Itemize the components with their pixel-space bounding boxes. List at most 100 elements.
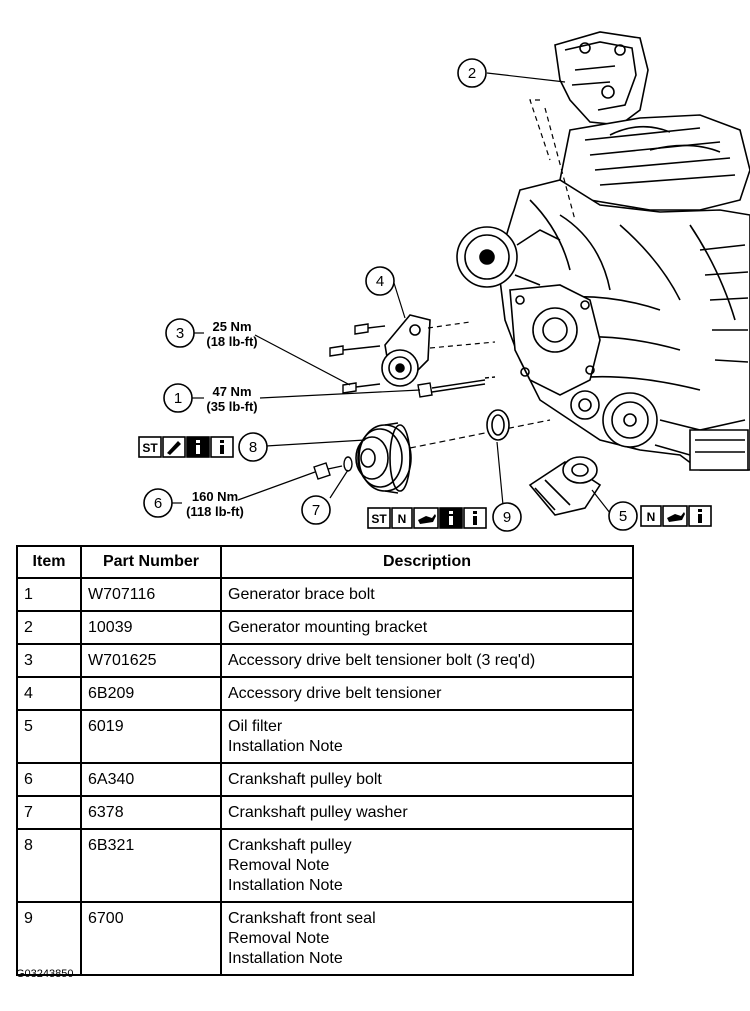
callout-1-number: 1: [174, 390, 182, 407]
callout-3: 3 25 Nm (18 lb-ft): [165, 318, 258, 349]
description-cell: Oil filter Installation Note: [220, 709, 634, 764]
callout-6-number: 6: [154, 495, 162, 512]
table-row: 1 W707116 Generator brace bolt: [16, 577, 634, 612]
description-cell: Accessory drive belt tensioner bolt (3 r…: [220, 643, 634, 678]
callout-6-torque-nm: 160 Nm: [192, 489, 238, 504]
generator-mounting-bracket: [554, 31, 649, 126]
item-cell: 8: [16, 828, 82, 903]
item-cell: 6: [16, 762, 82, 797]
item9-icon-set: ST N: [367, 507, 487, 529]
new-part-icon: N: [640, 505, 662, 527]
special-tool-icon-label: ST: [371, 512, 387, 526]
belt-tensioner: [381, 314, 496, 387]
special-tool-icon: ST: [367, 507, 391, 529]
crankshaft-pulley-washer: [343, 456, 353, 472]
oil-filter: [528, 456, 602, 516]
description-cell: Crankshaft front seal Removal Note Insta…: [220, 901, 634, 976]
description-cell: Generator brace bolt: [220, 577, 634, 612]
info-icon-filled: [186, 436, 210, 458]
description-line: Accessory drive belt tensioner: [228, 685, 442, 702]
table-row: 8 6B321 Crankshaft pulley Removal Note I…: [16, 828, 634, 903]
leader-lines: [237, 72, 611, 514]
callout-5-number: 5: [619, 508, 627, 525]
header-description: Description: [220, 545, 634, 579]
item-cell: 9: [16, 901, 82, 976]
info-icon-filled: [439, 507, 463, 529]
callout-7-number: 7: [312, 502, 320, 519]
part-number-cell: 6B321: [80, 828, 222, 903]
parts-table: Item Part Number Description 1 W707116 G…: [16, 545, 634, 976]
table-row: 6 6A340 Crankshaft pulley bolt: [16, 762, 634, 797]
callout-3-torque-nm: 25 Nm: [212, 319, 251, 334]
description-line: Accessory drive belt tensioner bolt (3 r…: [228, 652, 536, 669]
header-part-number: Part Number: [80, 545, 222, 579]
engine-exploded-diagram: 2 4 3 25 Nm (18 lb-ft) 1 47 Nm (35 lb-ft…: [138, 31, 750, 532]
table-row: 5 6019 Oil filter Installation Note: [16, 709, 634, 764]
item-cell: 1: [16, 577, 82, 612]
callout-9: 9: [492, 502, 522, 532]
item-cell: 2: [16, 610, 82, 645]
callout-2-number: 2: [468, 65, 476, 82]
callout-8-number: 8: [249, 439, 257, 456]
installation-note-link[interactable]: Installation Note: [228, 877, 343, 894]
item5-icon-set: N: [640, 505, 712, 527]
description-line: Crankshaft front seal: [228, 910, 376, 927]
new-part-icon-label: N: [398, 512, 407, 526]
new-part-icon-label: N: [647, 510, 656, 524]
description-cell: Generator mounting bracket: [220, 610, 634, 645]
generator-brace-bolt: [417, 376, 496, 398]
installation-note-link[interactable]: Installation Note: [228, 738, 343, 755]
part-number-cell: 6019: [80, 709, 222, 764]
special-tool-icon-label: ST: [142, 441, 158, 455]
engine-illustration: [456, 31, 750, 471]
crankshaft-pulley-bolt: [313, 462, 343, 480]
description-cell: Crankshaft pulley Removal Note Installat…: [220, 828, 634, 903]
info-icon: [210, 436, 234, 458]
part-number-cell: 6378: [80, 795, 222, 830]
description-line: Crankshaft pulley bolt: [228, 771, 382, 788]
part-number-cell: 6A340: [80, 762, 222, 797]
item-cell: 3: [16, 643, 82, 678]
description-line: Generator mounting bracket: [228, 619, 428, 636]
callout-9-number: 9: [503, 509, 511, 526]
description-cell: Crankshaft pulley washer: [220, 795, 634, 830]
table-row: 3 W701625 Accessory drive belt tensioner…: [16, 643, 634, 678]
part-number-cell: W701625: [80, 643, 222, 678]
oil-can-icon: [662, 505, 688, 527]
description-line: Generator brace bolt: [228, 586, 375, 603]
part-number-cell: 6700: [80, 901, 222, 976]
description-cell: Crankshaft pulley bolt: [220, 762, 634, 797]
callout-1-torque-lbft: (35 lb-ft): [206, 399, 257, 414]
callout-4-number: 4: [376, 273, 384, 290]
table-row: 2 10039 Generator mounting bracket: [16, 610, 634, 645]
callout-4: 4: [365, 266, 395, 296]
new-part-icon: N: [391, 507, 413, 529]
header-item: Item: [16, 545, 82, 579]
table-row: 4 6B209 Accessory drive belt tensioner: [16, 676, 634, 711]
parts-table-header-row: Item Part Number Description: [16, 545, 634, 579]
table-row: 9 6700 Crankshaft front seal Removal Not…: [16, 901, 634, 976]
removal-note-link[interactable]: Removal Note: [228, 930, 330, 947]
item-cell: 4: [16, 676, 82, 711]
part-number-cell: 10039: [80, 610, 222, 645]
callout-8: 8: [238, 432, 268, 462]
callout-7: 7: [301, 495, 331, 525]
callout-1: 1 47 Nm (35 lb-ft): [163, 383, 258, 414]
item8-icon-set: ST: [138, 436, 234, 458]
crankshaft-front-seal: [486, 409, 510, 441]
tool-icon: [162, 436, 186, 458]
description-line: Crankshaft pulley washer: [228, 804, 408, 821]
callout-3-torque-lbft: (18 lb-ft): [206, 334, 257, 349]
info-icon: [463, 507, 487, 529]
removal-note-link[interactable]: Removal Note: [228, 857, 330, 874]
image-code: G03243850: [16, 968, 74, 980]
part-number-cell: 6B209: [80, 676, 222, 711]
special-tool-icon: ST: [138, 436, 162, 458]
item-cell: 5: [16, 709, 82, 764]
tensioner-bolts: [329, 323, 386, 394]
installation-note-link[interactable]: Installation Note: [228, 950, 343, 967]
callout-6-torque-lbft: (118 lb-ft): [186, 504, 244, 519]
crankshaft-pulley: [355, 419, 551, 494]
part-number-cell: W707116: [80, 577, 222, 612]
callout-1-torque-nm: 47 Nm: [212, 384, 251, 399]
